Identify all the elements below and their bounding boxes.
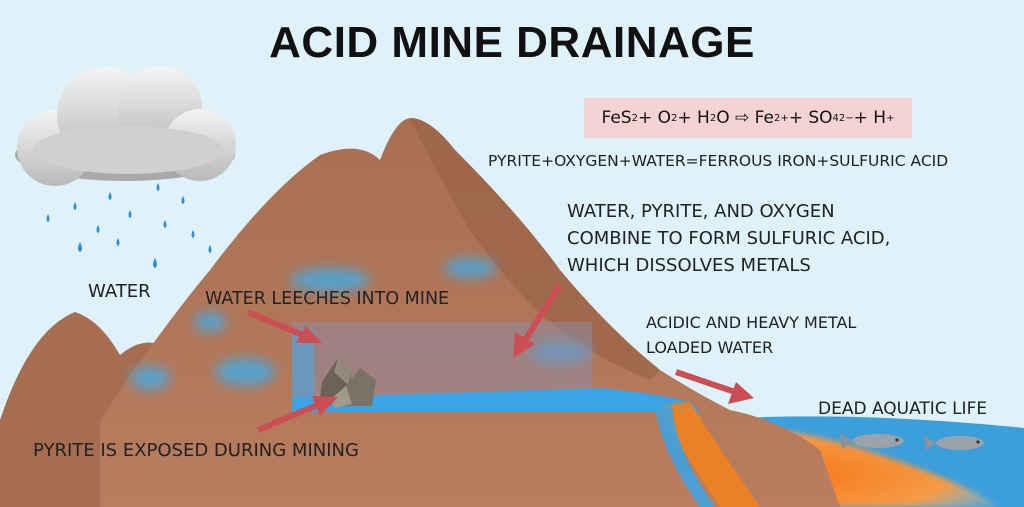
dead-aquatic-life-label: DEAD AQUATIC LIFE (818, 399, 988, 419)
eq-part: FeS (601, 108, 632, 128)
pyrite-rocks (320, 358, 376, 408)
eq-sub: 2 (671, 112, 678, 124)
eq-sup: 2− (838, 112, 854, 124)
runoff-stream (660, 402, 760, 507)
arrow-combine (513, 283, 563, 358)
combine-line: WHICH DISSOLVES METALS (567, 255, 811, 276)
water-label: WATER (88, 281, 151, 302)
eq-sup: + (886, 112, 895, 124)
dead-fish-1 (840, 433, 904, 449)
pyrite-exposed-label: PYRITE IS EXPOSED DURING MINING (33, 440, 359, 461)
eq-part: O ⇨ Fe (716, 108, 774, 128)
dead-fish-2 (924, 435, 984, 451)
combine-line: COMBINE TO FORM SULFURIC ACID, (567, 228, 891, 249)
runoff-stream-blue (655, 405, 715, 507)
acidic-water-label: ACIDIC AND HEAVY METAL LOADED WATER (646, 310, 856, 360)
arrow-leech (246, 309, 322, 343)
diagram-title: ACID MINE DRAINAGE (269, 18, 755, 67)
combine-label: WATER, PYRITE, AND OXYGEN COMBINE TO FOR… (567, 198, 890, 279)
leech-label: WATER LEECHES INTO MINE (205, 289, 450, 309)
mine-shaft (292, 330, 314, 407)
eq-sub: 2 (631, 112, 638, 124)
combine-line: WATER, PYRITE, AND OXYGEN (567, 201, 835, 222)
mountain-shading (410, 118, 660, 380)
acidic-line: ACIDIC AND HEAVY METAL (646, 313, 857, 332)
raindrops-icon (46, 183, 212, 268)
mine-water-flow (292, 388, 700, 412)
eq-part: + H (853, 108, 887, 128)
rain-cloud-icon (15, 66, 236, 186)
arrow-pyrite (256, 396, 338, 433)
eq-sub: 4 (832, 112, 839, 124)
acidic-line: LOADED WATER (646, 338, 774, 357)
eq-part: + H (677, 108, 710, 128)
eq-part: + SO (788, 108, 833, 128)
eq-sup: 2+ (773, 112, 789, 124)
arrows (246, 283, 754, 433)
arrow-acidic (675, 369, 754, 404)
eq-sub: 2 (709, 112, 717, 124)
equation-words-label: PYRITE+OXYGEN+WATER=FERROUS IRON+SULFURI… (488, 152, 949, 170)
eq-part: + O (637, 108, 672, 128)
